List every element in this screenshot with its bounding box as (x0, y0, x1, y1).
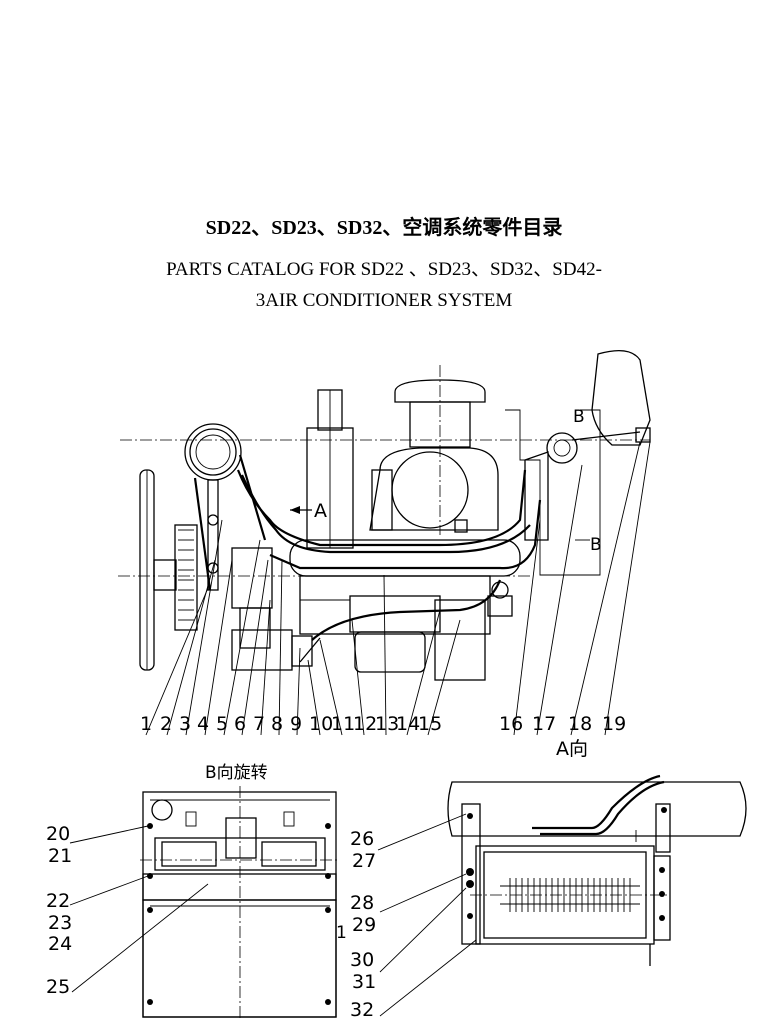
view-b-side-mark: 1 (336, 923, 347, 943)
callout-24: 24 (48, 933, 72, 955)
callout-1: 1 (140, 713, 152, 735)
callout-5: 5 (216, 713, 228, 735)
arrow-a-label: A (314, 500, 327, 522)
callout-15: 15 (418, 713, 442, 735)
callout-12: 12 (353, 713, 377, 735)
main-leaders (145, 441, 651, 736)
callout-20: 20 (46, 823, 70, 845)
callout-2: 2 (160, 713, 172, 735)
engine-block (231, 447, 521, 681)
callout-13: 13 (375, 713, 399, 735)
callout-9: 9 (290, 713, 302, 735)
condenser-fins (500, 878, 640, 912)
callout-7: 7 (253, 713, 265, 735)
main-callouts: 1 2 3 4 5 6 7 8 9 10 11 12 13 14 15 16 1… (140, 713, 626, 760)
callout-14: 14 (396, 713, 420, 735)
cab-outline: B B (505, 349, 651, 576)
callout-32: 32 (350, 999, 374, 1021)
callout-3: 3 (179, 713, 191, 735)
callout-19: 19 (602, 713, 626, 735)
callout-18: 18 (568, 713, 592, 735)
callout-23: 23 (48, 912, 72, 934)
callout-31: 31 (352, 971, 376, 993)
callout-25: 25 (46, 976, 70, 998)
callout-16: 16 (499, 713, 523, 735)
view-a-detail: 26 27 28 29 30 31 32 (350, 774, 747, 1021)
view-a-label: A向 (556, 738, 588, 760)
refrigerant-hoses (236, 469, 542, 663)
fan-pulley (139, 469, 198, 671)
callout-6: 6 (234, 713, 246, 735)
main-assembly-view: A (118, 349, 651, 760)
page-title-chinese: SD22、SD23、SD32、空调系统零件目录 (205, 217, 563, 239)
air-filter (394, 365, 486, 535)
callout-17: 17 (532, 713, 556, 735)
callout-27: 27 (352, 850, 376, 872)
page-title-english-line2: 3AIR CONDITIONER SYSTEM (255, 290, 513, 311)
view-b-detail: B向旋转 1 (46, 763, 347, 1020)
callout-8: 8 (271, 713, 283, 735)
callout-26: 26 (350, 828, 374, 850)
callout-28: 28 (350, 892, 374, 914)
callout-21: 21 (48, 845, 72, 867)
callout-22: 22 (46, 890, 70, 912)
view-b-title: B向旋转 (205, 763, 268, 783)
exhaust-tower (306, 389, 354, 549)
view-a-arrow: A (290, 500, 327, 522)
callout-30: 30 (350, 949, 374, 971)
callout-10: 10 (309, 713, 333, 735)
callout-29: 29 (352, 914, 376, 936)
page-title-english-line1: PARTS CATALOG FOR SD22 、SD23、SD32、SD42- (166, 259, 602, 280)
view-b-label-top: B (573, 407, 585, 427)
callout-11: 11 (331, 713, 355, 735)
view-b-label-side: B (590, 535, 602, 555)
compressor (184, 423, 267, 591)
callout-4: 4 (197, 713, 209, 735)
